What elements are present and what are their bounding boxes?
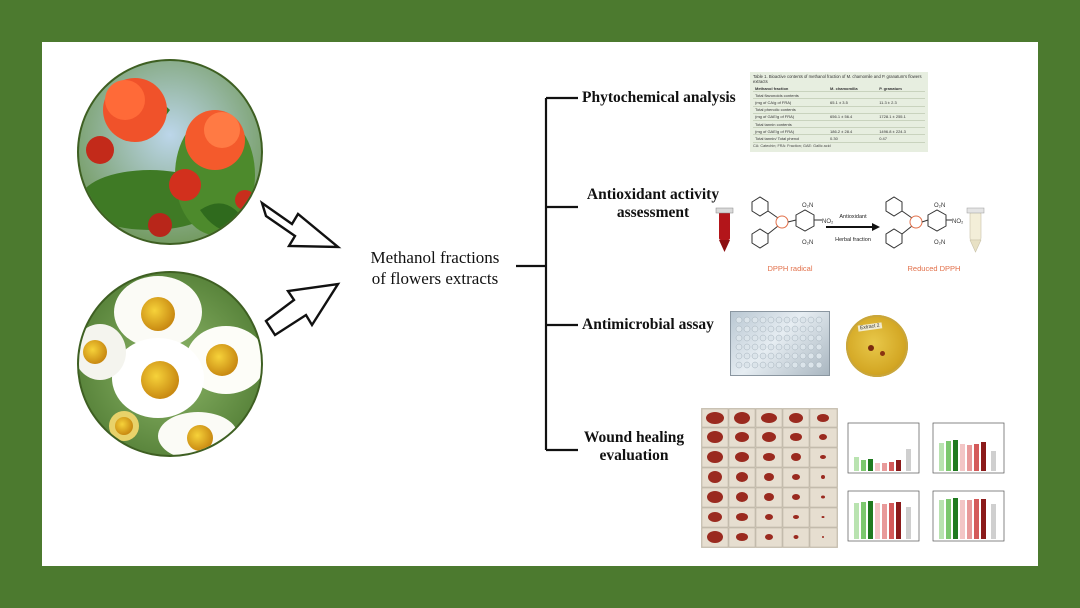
wound-photo-grid xyxy=(701,408,838,548)
petri-dish-label: Extract 2 xyxy=(857,322,883,332)
dpph-radical-structure xyxy=(751,196,822,249)
table-row: Total tannin contents xyxy=(753,120,925,129)
table-cell: (mg of GAE/g of FRA) xyxy=(753,113,829,121)
svg-text:O₂N: O₂N xyxy=(934,240,945,246)
table-cell xyxy=(828,120,878,129)
reaction-arrow xyxy=(826,223,880,231)
colony-spot xyxy=(868,345,874,351)
wound-label-line1: Wound healing xyxy=(583,429,685,446)
dpph-radical-tube xyxy=(715,207,734,252)
petri-dish-image: Extract 2 xyxy=(846,315,908,377)
center-label: Methanol fractions of flowers extracts xyxy=(350,247,520,289)
microplate-image xyxy=(730,311,830,376)
antimicrobial-label: Antimicrobial assay xyxy=(582,316,714,333)
table-cell: 656.1 ± 56.4 xyxy=(828,113,878,121)
table-cell xyxy=(828,106,878,114)
microplate-wells xyxy=(735,316,823,369)
reaction-arrow-top: Antioxidant xyxy=(839,214,867,220)
wound-healing-label: Wound healing evaluation xyxy=(574,429,694,465)
antioxidant-label-line2: assessment xyxy=(616,204,690,221)
arrow-from-pomegranate xyxy=(259,200,342,249)
table-header: M. chamomilla xyxy=(828,85,878,93)
table-cell: 186.2 ± 28.4 xyxy=(828,127,878,136)
table-note: CA: Catechin; FRA: Fraction; GAE: Gallic… xyxy=(753,143,831,148)
center-label-line2: of flowers extracts xyxy=(371,269,499,288)
reaction-arrow-bottom: Herbal fraction xyxy=(835,237,871,243)
table-cell: Total tannin contents xyxy=(753,120,829,129)
dpph-reaction-scheme: O₂N O₂N NO₂ Antioxidant Herbal fraction … xyxy=(715,196,985,273)
no2-label-right: NO₂ xyxy=(952,219,964,225)
table-cell xyxy=(877,91,925,100)
bioactive-table: Table 1. Bioactive contents of methanol … xyxy=(750,72,928,152)
svg-text:O₂N: O₂N xyxy=(802,240,813,246)
table-cell: 11.3 ± 2.3 xyxy=(877,98,925,107)
reduced-dpph-tube xyxy=(966,207,985,253)
phytochemical-label: Phytochemical analysis xyxy=(582,89,736,106)
antioxidant-label-line1: Antioxidant activity xyxy=(586,186,720,203)
wound-label-line2: evaluation xyxy=(599,447,669,464)
table-cell xyxy=(877,120,925,129)
arrow-from-chamomile xyxy=(264,282,341,337)
table-cell: 1496.8 ± 224.3 xyxy=(877,127,925,136)
wound-chart-1 xyxy=(847,422,920,474)
table-cell xyxy=(828,91,878,100)
colony-spot xyxy=(880,351,885,356)
antioxidant-label: Antioxidant activity assessment xyxy=(578,186,728,222)
chamomile-flower-image xyxy=(77,271,263,457)
wound-chart-3 xyxy=(847,490,920,542)
table-cell: 0.30 xyxy=(828,134,878,143)
table-row: Total phenolic contents xyxy=(753,106,925,114)
table-cell: (mg of GAE/g of FRA) xyxy=(753,127,829,136)
reduced-dpph-label: Reduced DPPH xyxy=(908,264,961,273)
table-cell: 0.47 xyxy=(877,134,925,143)
no2-label-left: NO₂ xyxy=(822,219,834,225)
wound-chart-2 xyxy=(932,422,1005,474)
reduced-dpph-structure xyxy=(885,196,952,249)
wound-chart-4 xyxy=(932,490,1005,542)
table-cell: Total tannin/ Total phenol xyxy=(753,134,829,143)
table-caption: Table 1. Bioactive contents of methanol … xyxy=(753,74,922,84)
table-cell: Total phenolic contents xyxy=(753,106,829,114)
table-header: P. granatum xyxy=(877,85,925,93)
table-grid: Methanol fraction M. chamomilla P. grana… xyxy=(753,85,925,143)
svg-text:O₂N: O₂N xyxy=(802,203,813,209)
table-header-row: Methanol fraction M. chamomilla P. grana… xyxy=(753,85,925,93)
table-cell: 65.1 ± 3.5 xyxy=(828,98,878,107)
table-cell: (mg of CA/g of FRA) xyxy=(753,98,829,107)
wound-photos xyxy=(701,408,838,548)
table-cell xyxy=(877,106,925,114)
table-row: Total flavonoids contents xyxy=(753,91,925,100)
table-cell: 1728.1 ± 255.1 xyxy=(877,113,925,121)
dpph-radical-label: DPPH radical xyxy=(767,264,812,273)
branch-connector xyxy=(516,96,578,452)
pomegranate-flower-image xyxy=(77,59,263,245)
table-header: Methanol fraction xyxy=(753,85,829,93)
svg-text:O₂N: O₂N xyxy=(934,203,945,209)
table-cell: Total flavonoids contents xyxy=(753,91,829,100)
wound-healing-charts xyxy=(847,422,1005,542)
center-label-line1: Methanol fractions xyxy=(370,248,500,267)
